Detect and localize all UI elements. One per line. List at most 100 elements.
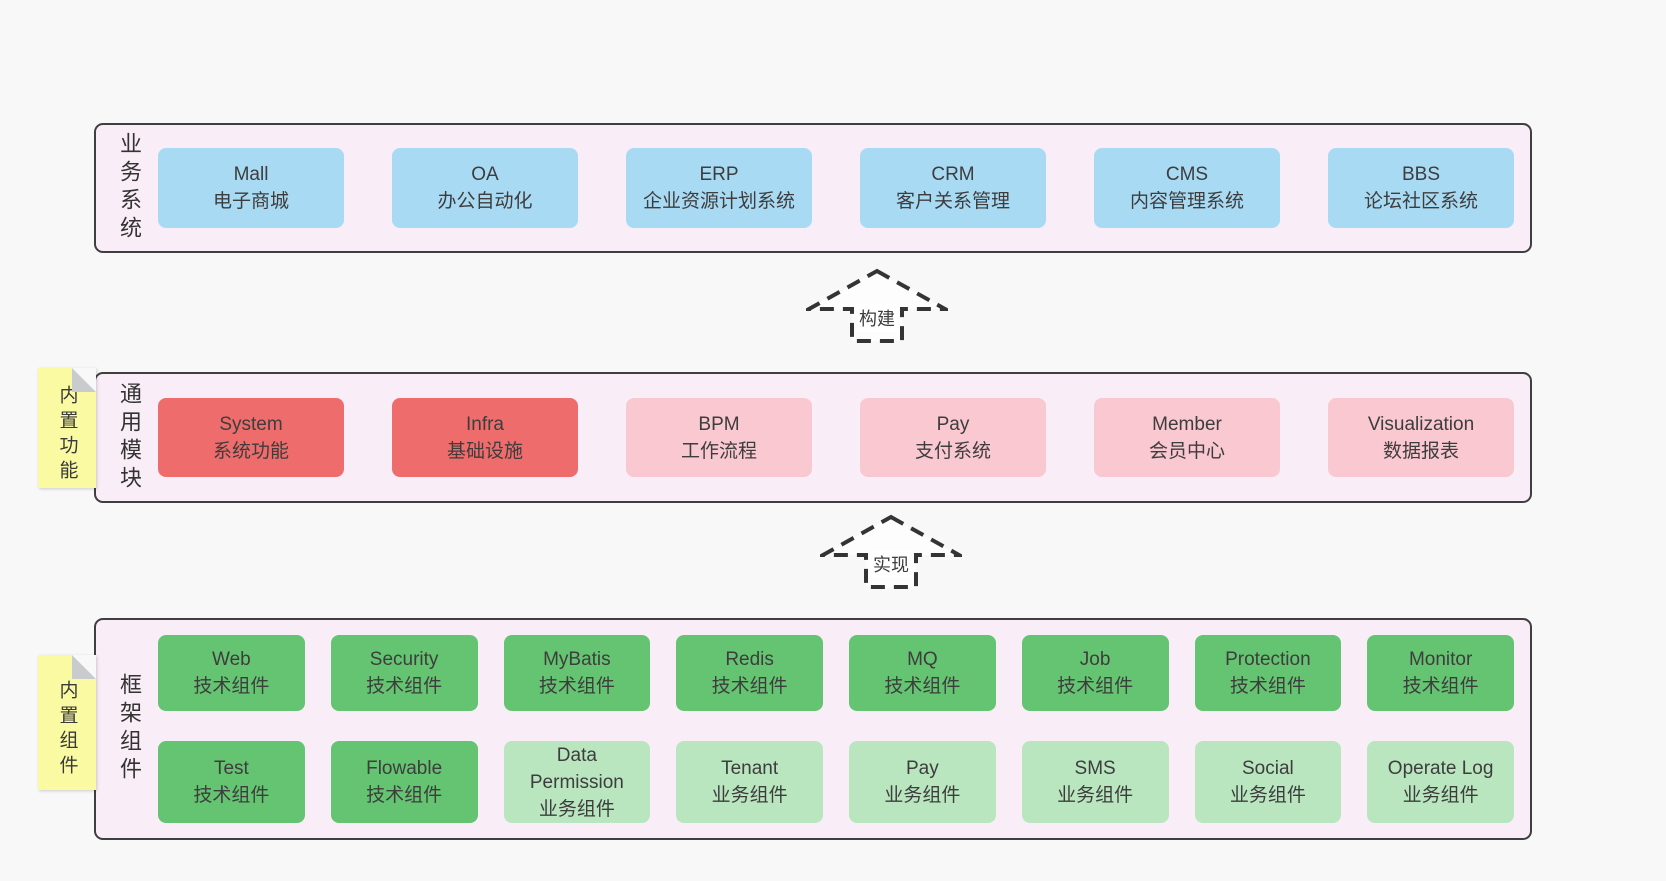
box-subtitle: 内容管理系统 <box>1129 191 1244 212</box>
component-box: CMS 内容管理系统 <box>1094 148 1280 228</box>
component-box: Visualization 数据报表 <box>1328 398 1514 477</box>
component-box: Test 技术组件 <box>158 741 305 823</box>
box-title: Test <box>213 758 249 779</box>
box-title: System <box>219 413 283 435</box>
note-text: 内置组件 <box>56 679 78 780</box>
component-box: Protection 技术组件 <box>1194 635 1342 711</box>
component-box: Infra 基础设施 <box>392 398 578 477</box>
box-subtitle: 企业资源计划系统 <box>642 191 795 212</box>
box-title: Infra <box>465 413 505 435</box>
component-box: Web 技术组件 <box>158 635 305 711</box>
box-subtitle: 业务组件 <box>1229 785 1306 806</box>
box-subtitle: 会员中心 <box>1148 440 1225 462</box>
box-row-business: Mall 电子商城 OA 办公自动化 ERP 企业资源计划系统 CRM 客户关系… <box>158 148 1514 228</box>
component-box: MyBatis 技术组件 <box>503 635 651 711</box>
box-title: CMS <box>1165 164 1209 185</box>
box-title: ERP <box>699 164 739 185</box>
box-title: Pay <box>906 758 939 779</box>
sticky-note-builtin-features: 内置功能 <box>38 368 96 488</box>
component-box: Monitor 技术组件 <box>1367 635 1514 711</box>
box-title: Protection <box>1225 649 1311 670</box>
box-row-framework-1: Web 技术组件 Security 技术组件 MyBatis 技术组件 Redi… <box>158 635 1514 711</box>
box-subtitle: 技术组件 <box>884 676 961 697</box>
box-subtitle: 技术组件 <box>366 676 443 697</box>
section-label-modules: 通用模块 <box>117 381 142 494</box>
box-title: Web <box>212 649 251 670</box>
box-subtitle: 业务组件 <box>884 785 961 806</box>
component-box: Social 业务组件 <box>1194 741 1342 823</box>
box-subtitle: 客户关系管理 <box>895 191 1010 212</box>
box-subtitle: 办公自动化 <box>437 191 533 212</box>
arrow-build: 构建 <box>806 268 948 344</box>
component-box: ERP 企业资源计划系统 <box>626 148 812 228</box>
box-title: Member <box>1152 413 1222 435</box>
component-box: Pay 业务组件 <box>849 741 996 823</box>
box-subtitle: 工作流程 <box>680 440 757 462</box>
component-box: Member 会员中心 <box>1094 398 1280 477</box>
box-subtitle: 业务组件 <box>711 785 788 806</box>
component-box: Tenant 业务组件 <box>676 741 823 823</box>
box-subtitle: 业务组件 <box>1402 785 1479 806</box>
box-title: Redis <box>725 649 774 670</box>
box-row-framework-2: Test 技术组件 Flowable 技术组件 Data Permission … <box>158 741 1514 823</box>
section-common-modules: 通用模块 System 系统功能 Infra 基础设施 BPM 工作流程 Pay… <box>94 372 1532 503</box>
box-title: Flowable <box>366 758 443 779</box>
box-subtitle: 系统功能 <box>212 440 289 462</box>
box-subtitle: 业务组件 <box>538 798 615 820</box>
box-title: SMS <box>1074 758 1116 779</box>
arrow-implement: 实现 <box>820 514 962 590</box>
component-box: Job 技术组件 <box>1021 635 1169 711</box>
box-title: Operate Log <box>1387 758 1494 779</box>
component-box: Mall 电子商城 <box>158 148 344 228</box>
component-box: Operate Log 业务组件 <box>1367 741 1514 823</box>
component-box: SMS 业务组件 <box>1021 741 1169 823</box>
section-business-systems: 业务系统 Mall 电子商城 OA 办公自动化 ERP 企业资源计划系统 CRM… <box>94 123 1532 253</box>
box-title: OA <box>471 164 499 185</box>
box-subtitle: 技术组件 <box>711 676 788 697</box>
box-subtitle: 论坛社区系统 <box>1363 191 1478 212</box>
component-box: Pay 支付系统 <box>860 398 1046 477</box>
box-title: BPM <box>698 413 740 435</box>
box-subtitle: 技术组件 <box>1057 676 1134 697</box>
box-title: Job <box>1079 649 1111 670</box>
box-title: BBS <box>1401 164 1441 185</box>
box-subtitle: 电子商城 <box>212 191 289 212</box>
box-title: Visualization <box>1367 413 1475 435</box>
component-box: MQ 技术组件 <box>849 635 996 711</box>
section-framework-components: 框架组件 Web 技术组件 Security 技术组件 MyBatis 技术组件… <box>94 618 1532 840</box>
box-subtitle: 技术组件 <box>1402 676 1479 697</box>
component-box: Security 技术组件 <box>330 635 478 711</box>
box-subtitle: 基础设施 <box>446 440 523 462</box>
box-subtitle: 技术组件 <box>193 676 270 697</box>
box-subtitle: 技术组件 <box>1229 676 1306 697</box>
component-box: OA 办公自动化 <box>392 148 578 228</box>
box-subtitle: 技术组件 <box>193 785 270 806</box>
box-title: MQ <box>907 649 938 670</box>
component-box: System 系统功能 <box>158 398 344 477</box>
section-label-framework: 框架组件 <box>117 673 142 785</box>
sticky-note-builtin-components: 内置组件 <box>38 655 96 790</box>
arrow-build-label: 构建 <box>856 304 898 332</box>
component-box: Data Permission 业务组件 <box>503 741 651 823</box>
box-title: Mall <box>233 164 269 185</box>
section-label-business: 业务系统 <box>117 132 142 244</box>
note-text: 内置功能 <box>56 385 78 485</box>
component-box: Redis 技术组件 <box>676 635 823 711</box>
note-fold-corner-icon <box>72 368 96 392</box>
component-box: BPM 工作流程 <box>626 398 812 477</box>
box-subtitle: 数据报表 <box>1382 440 1459 462</box>
box-title: Pay <box>936 413 970 435</box>
box-title: Security <box>369 649 439 670</box>
component-box: BBS 论坛社区系统 <box>1328 148 1514 228</box>
box-row-modules: System 系统功能 Infra 基础设施 BPM 工作流程 Pay 支付系统… <box>158 398 1514 477</box>
component-box: Flowable 技术组件 <box>330 741 478 823</box>
box-title: Tenant <box>721 758 779 779</box>
box-title: MyBatis <box>543 649 611 670</box>
box-title: Monitor <box>1408 649 1473 670</box>
box-title: Social <box>1242 758 1294 779</box>
note-fold-corner-icon <box>72 655 96 679</box>
arrow-implement-label: 实现 <box>870 550 912 578</box>
box-title: Data Permission <box>529 744 624 793</box>
box-subtitle: 技术组件 <box>366 785 443 806</box>
